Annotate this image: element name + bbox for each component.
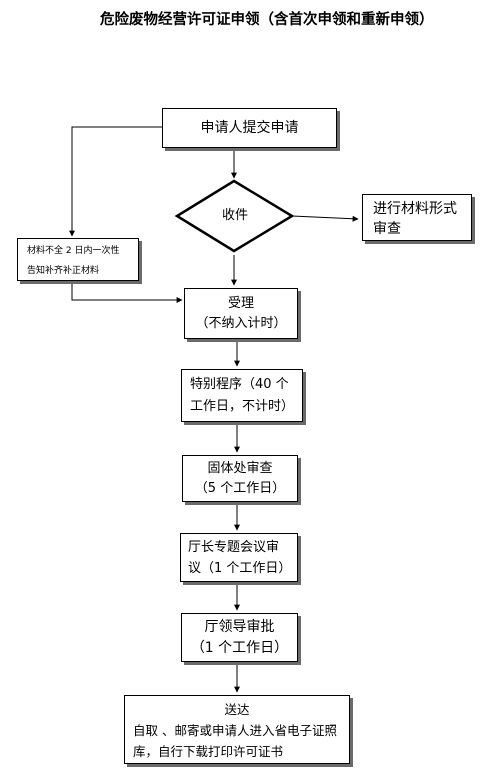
deliver-line2: 自取 、邮寄或申请人进入省电子证照 bbox=[133, 723, 337, 738]
meeting-line1: 厅长专题会议审 bbox=[188, 540, 280, 555]
special-line2: 工作日，不计时） bbox=[190, 399, 295, 414]
incomplete-line1: 材料不全 2 日内一次性 bbox=[27, 246, 120, 256]
formal-review-line2: 审查 bbox=[373, 221, 401, 237]
special-line1: 特别程序（40 个 bbox=[190, 377, 289, 392]
division-line1: 固体处审查 bbox=[207, 461, 273, 476]
accept-line1: 受理 bbox=[227, 296, 254, 311]
incomplete-box: 材料不全 2 日内一次性 告知补齐补正材料 bbox=[17, 238, 139, 281]
division-line2: （5 个工作日） bbox=[194, 481, 286, 496]
meeting-review-box: 厅长专题会议审 议（1 个工作日） bbox=[180, 533, 298, 582]
arrow-receive-to-formal-review bbox=[291, 215, 359, 222]
meeting-line2: 议（1 个工作日） bbox=[188, 561, 292, 576]
approve-line1: 厅领导审批 bbox=[204, 619, 275, 635]
deliver-line3: 库，自行下载打印许可证书 bbox=[133, 744, 284, 759]
receive-diamond bbox=[174, 179, 295, 253]
accept-box: 受理 （不纳入计时） bbox=[184, 288, 298, 339]
formal-review-box: 进行材料形式 审查 bbox=[362, 194, 472, 241]
deliver-box: 送达 自取 、邮寄或申请人进入省电子证照 库，自行下载打印许可证书 bbox=[124, 695, 350, 764]
incomplete-line2: 告知补齐补正材料 bbox=[27, 266, 100, 276]
apply-box: 申请人提交申请 bbox=[162, 108, 337, 148]
page-title: 危险废物经营许可证申领（含首次申领和重新申领） bbox=[100, 12, 434, 28]
special-procedure-box: 特别程序（40 个 工作日，不计时） bbox=[181, 369, 303, 422]
accept-line2: （不纳入计时） bbox=[195, 316, 287, 331]
deliver-line1: 送达 bbox=[224, 702, 250, 717]
division-review-box: 固体处审查 （5 个工作日） bbox=[182, 455, 298, 502]
apply-label: 申请人提交申请 bbox=[200, 120, 299, 136]
receive-label: 收件 bbox=[222, 208, 249, 223]
arrow-incomplete-to-accept bbox=[71, 281, 183, 303]
approve-line2: （1 个工作日） bbox=[190, 640, 289, 656]
approval-box: 厅领导审批 （1 个工作日） bbox=[181, 613, 298, 662]
formal-review-line1: 进行材料形式 bbox=[373, 201, 457, 217]
arrow-apply-to-incomplete bbox=[69, 126, 162, 237]
